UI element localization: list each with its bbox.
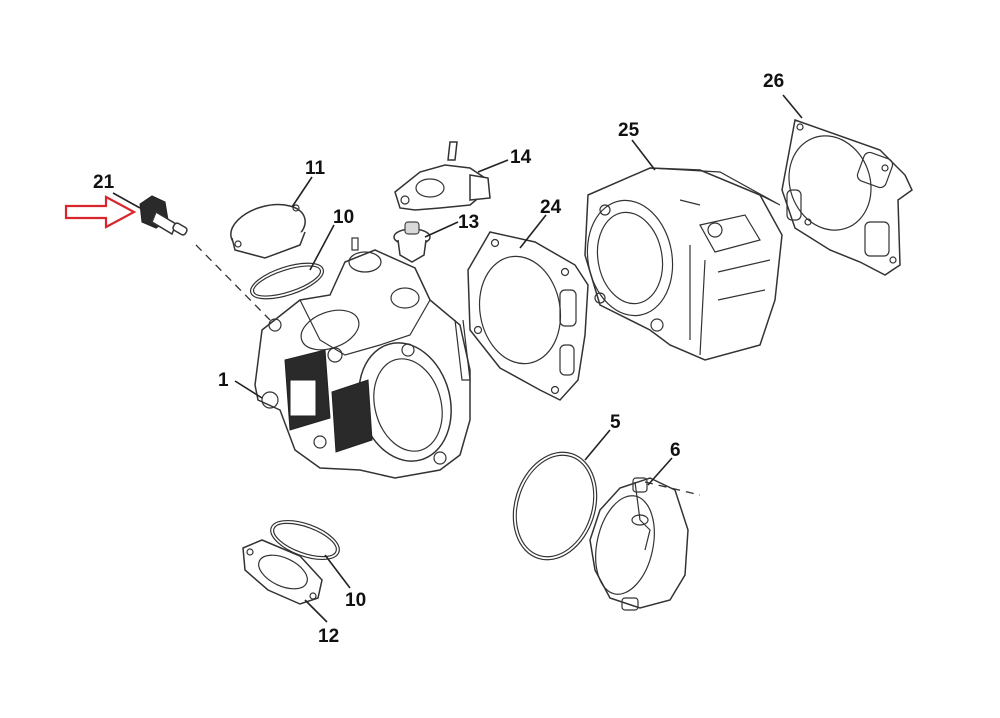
cover-leader-dash: [644, 481, 701, 496]
leader-25: [631, 139, 656, 171]
callout-10-bottom: 10: [345, 590, 366, 611]
part-24-head-gasket: [467, 231, 589, 401]
callout-21: 21: [93, 172, 115, 193]
leader-13: [424, 221, 459, 238]
part-10-oring-top: [250, 262, 324, 300]
callout-14: 14: [510, 147, 532, 168]
callout-24: 24: [540, 197, 562, 218]
leader-10a: [309, 224, 335, 271]
part-11-cap: [230, 203, 306, 259]
part-1-cylinder-head: [254, 237, 471, 479]
leader-21: [112, 192, 141, 209]
leader-24: [519, 214, 547, 249]
callout-12: 12: [318, 626, 339, 647]
part-13-thermostat: [393, 221, 431, 263]
leader-14: [477, 159, 509, 173]
part-21-sensor: [139, 195, 188, 236]
leader-lines: [112, 94, 803, 623]
part-14-outlet-elbow: [394, 141, 491, 211]
part-5-oring: [512, 451, 598, 561]
callout-26: 26: [763, 71, 784, 92]
part-26-gasket: [781, 119, 913, 276]
callout-25: 25: [618, 120, 640, 141]
callout-6: 6: [670, 440, 681, 461]
leader-26: [782, 94, 803, 119]
leader-12: [304, 599, 328, 623]
part-12-plate: [242, 539, 323, 605]
leader-11: [291, 176, 313, 208]
callout-1: 1: [218, 370, 229, 391]
callout-11: 11: [305, 158, 326, 179]
callout-labels: 21 1 11 10 13 14 24 25 26 5 6 10 12: [93, 71, 784, 647]
callout-10-top: 10: [333, 207, 354, 228]
highlight-arrow: [64, 195, 137, 229]
callout-13: 13: [458, 212, 479, 233]
leader-6: [647, 457, 673, 486]
leader-10b: [324, 554, 351, 589]
sensor-leader-dash: [195, 244, 271, 321]
part-6-cover: [589, 477, 689, 611]
part-25-cylinder: [584, 167, 783, 361]
leader-5: [584, 429, 611, 461]
callout-5: 5: [610, 412, 621, 433]
leader-1: [234, 380, 263, 399]
